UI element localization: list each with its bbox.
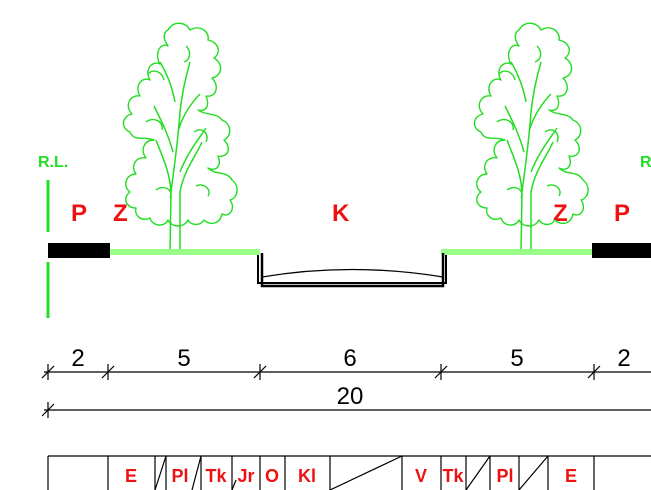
- legend-label: V: [415, 466, 427, 486]
- zone-label-p-left: P: [71, 200, 87, 227]
- dimension-label: 2: [71, 345, 84, 372]
- legend-label: O: [265, 466, 279, 486]
- dimension-label: 5: [177, 345, 190, 372]
- dimension-ticks: [41, 364, 601, 380]
- legend-label: Pl: [496, 466, 513, 486]
- legend-label: Tk: [205, 466, 227, 486]
- pavement-left: [48, 243, 110, 258]
- dimension-label: 2: [617, 345, 630, 372]
- legend-label: Pl: [171, 466, 188, 486]
- legend-label: Tk: [442, 466, 464, 486]
- roadway-camber: [261, 268, 444, 278]
- roadway-kerb: [257, 255, 447, 284]
- zone-label-z-right: Z: [553, 200, 568, 227]
- dimension-total-tick: [41, 402, 55, 418]
- zone-label-z-left: Z: [113, 200, 128, 227]
- roadway-outline: [260, 253, 445, 288]
- pavement-right: [592, 243, 651, 258]
- green-strip-left: [110, 249, 260, 255]
- reference-line-label-right: R: [640, 154, 651, 171]
- zone-label-k: K: [332, 200, 350, 227]
- legend-label: E: [125, 466, 137, 486]
- dimension-label: 5: [510, 345, 523, 372]
- tree-icon: [473, 22, 589, 253]
- green-strip-right: [441, 249, 592, 255]
- dimension-label: 6: [343, 345, 356, 372]
- legend-table: [47, 455, 651, 490]
- tree-icon: [122, 22, 238, 253]
- dimension-total-label: 20: [337, 383, 364, 410]
- legend-label: E: [565, 466, 577, 486]
- zone-label-p-right: P: [614, 200, 630, 227]
- reference-line-label: R.L.: [38, 154, 68, 171]
- legend-label: Jr: [237, 466, 254, 486]
- legend-label: Kl: [298, 466, 316, 486]
